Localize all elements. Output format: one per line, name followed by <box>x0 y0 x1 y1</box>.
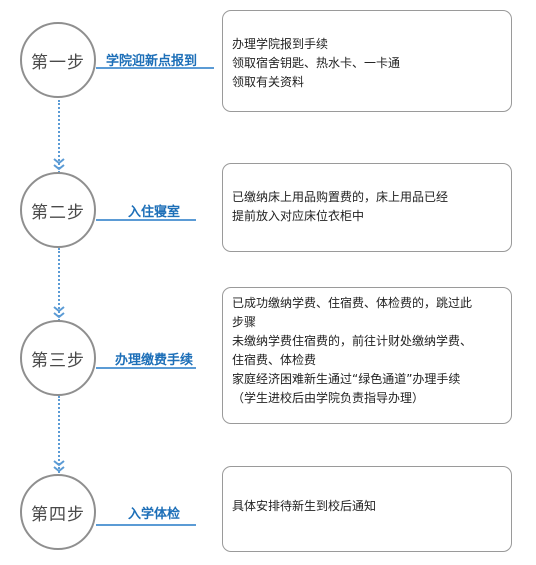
step-title: 入住寝室 <box>128 205 181 220</box>
detail-line: 已缴纳床上用品购置费的，床上用品已经 <box>232 190 449 204</box>
step-circle: 第一步 <box>20 22 96 98</box>
step-detail-box: 已缴纳床上用品购置费的，床上用品已经 提前放入对应床位衣柜中 <box>222 163 512 252</box>
detail-line: 住宿费、体检费 <box>232 353 317 367</box>
step-detail-box: 具体安排待新生到校后通知 <box>222 466 512 552</box>
step-label: 第三步 <box>31 350 85 371</box>
detail-line: （学生进校后由学院负责指导办理） <box>232 391 425 405</box>
detail-line: 家庭经济困难新生通过“绿色通道”办理手续 <box>232 372 461 386</box>
detail-line: 步骤 <box>232 315 257 329</box>
step-detail-box: 办理学院报到手续 领取宿舍钥匙、热水卡、一卡通 领取有关资料 <box>222 10 512 112</box>
step-detail-box: 已成功缴纳学费、住宿费、体检费的，跳过此 步骤 未缴纳学费住宿费的，前往计财处缴… <box>222 287 512 424</box>
step-circle: 第三步 <box>20 320 96 396</box>
step-label: 第四步 <box>31 504 85 525</box>
step-connector-line <box>96 67 214 69</box>
detail-line: 具体安排待新生到校后通知 <box>232 499 377 513</box>
step-circle: 第四步 <box>20 474 96 550</box>
detail-line: 办理学院报到手续 <box>232 37 329 51</box>
step-circle: 第二步 <box>20 172 96 248</box>
detail-line: 领取宿舍钥匙、热水卡、一卡通 <box>232 56 401 70</box>
step-label: 第一步 <box>31 52 85 73</box>
connector-3-4 <box>58 396 60 480</box>
connector-1-2 <box>58 100 60 180</box>
step-title: 入学体检 <box>128 507 181 522</box>
detail-line: 领取有关资料 <box>232 75 305 89</box>
step-connector-line <box>96 219 196 221</box>
chevron-down-icon <box>53 306 65 319</box>
chevron-down-icon <box>53 460 65 473</box>
detail-line: 提前放入对应床位衣柜中 <box>232 209 365 223</box>
step-connector-line <box>96 524 196 526</box>
step-title: 学院迎新点报到 <box>106 54 198 69</box>
detail-line: 未缴纳学费住宿费的，前往计财处缴纳学费、 <box>232 334 473 348</box>
connector-2-3 <box>58 248 60 328</box>
step-title: 办理缴费手续 <box>115 353 194 368</box>
step-label: 第二步 <box>31 202 85 223</box>
chevron-down-icon <box>53 158 65 171</box>
step-connector-line <box>96 367 196 369</box>
detail-line: 已成功缴纳学费、住宿费、体检费的，跳过此 <box>232 296 473 310</box>
